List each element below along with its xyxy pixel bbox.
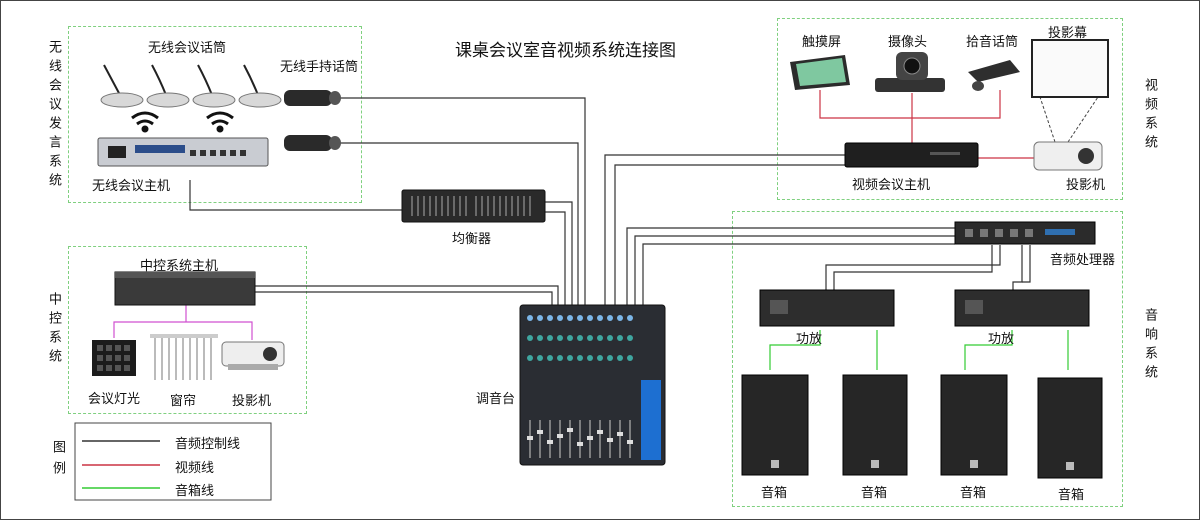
wireless-zone — [68, 26, 362, 203]
video-host-device — [844, 142, 979, 168]
label-projector-control: 投影机 — [232, 394, 272, 409]
label-handheld-mic: 无线手持话筒 — [280, 60, 359, 75]
legend-title: 图例 — [50, 440, 65, 482]
label-processor: 音频处理器 — [1050, 253, 1116, 268]
handheld-mics — [284, 90, 341, 151]
control-host-device — [114, 271, 256, 306]
label-touchscreen: 触摸屏 — [802, 35, 842, 50]
mixer-device — [519, 304, 666, 466]
label-projector-video: 投影机 — [1066, 178, 1106, 193]
zone-label-control: 中控系统 — [46, 292, 61, 368]
projector-beam — [1039, 96, 1099, 143]
touchscreen-device — [790, 55, 850, 90]
curtain-device — [150, 334, 218, 380]
label-wireless-mic: 无线会议话筒 — [148, 41, 227, 56]
wifi-icon — [131, 111, 234, 133]
projector-video-device — [1033, 141, 1103, 171]
conference-mics — [100, 64, 282, 108]
label-amp-left: 功放 — [796, 332, 823, 347]
pickup-mic-device — [968, 60, 1020, 91]
audio-processor-device — [954, 221, 1096, 245]
camera-device — [875, 52, 945, 92]
label-mixer: 调音台 — [476, 392, 516, 407]
control-zone — [68, 246, 307, 414]
legend-label-speaker: 音箱线 — [175, 484, 215, 499]
label-pickup-mic: 拾音话筒 — [966, 35, 1019, 50]
amplifier-devices — [759, 289, 1090, 327]
label-speaker-4: 音箱 — [1058, 488, 1085, 503]
label-camera: 摄像头 — [888, 35, 928, 50]
audio-zone — [732, 211, 1123, 507]
video-zone — [777, 18, 1123, 200]
legend-box — [74, 422, 272, 501]
label-video-host: 视频会议主机 — [852, 178, 931, 193]
speaker-devices — [741, 374, 1103, 479]
equalizer-device — [401, 189, 546, 223]
diagram-title: 课桌会议室音视频系统连接图 — [455, 41, 676, 61]
projection-screen-device — [1031, 39, 1109, 98]
speaker-lines — [769, 330, 1069, 370]
label-curtain: 窗帘 — [170, 394, 197, 409]
label-screen: 投影幕 — [1048, 26, 1088, 41]
label-speaker-2: 音箱 — [861, 486, 888, 501]
label-equalizer: 均衡器 — [452, 232, 492, 247]
lighting-device — [92, 340, 136, 376]
zone-label-audio: 音响系统 — [1142, 308, 1157, 384]
zone-label-video: 视频系统 — [1142, 78, 1157, 154]
wireless-host-device — [97, 137, 269, 167]
label-speaker-1: 音箱 — [761, 486, 788, 501]
label-lighting: 会议灯光 — [88, 392, 141, 407]
legend-label-video: 视频线 — [175, 461, 215, 476]
label-wireless-host: 无线会议主机 — [92, 179, 171, 194]
video-lines — [819, 90, 1034, 159]
audio-control-lines — [189, 97, 1031, 305]
projector-control-device — [221, 341, 285, 370]
zone-label-wireless: 无线会议发言系统 — [46, 40, 61, 192]
legend-label-audio: 音频控制线 — [175, 437, 241, 452]
label-amp-right: 功放 — [988, 332, 1015, 347]
label-control-host: 中控系统主机 — [140, 259, 219, 274]
control-lines — [113, 305, 253, 340]
label-speaker-3: 音箱 — [960, 486, 987, 501]
